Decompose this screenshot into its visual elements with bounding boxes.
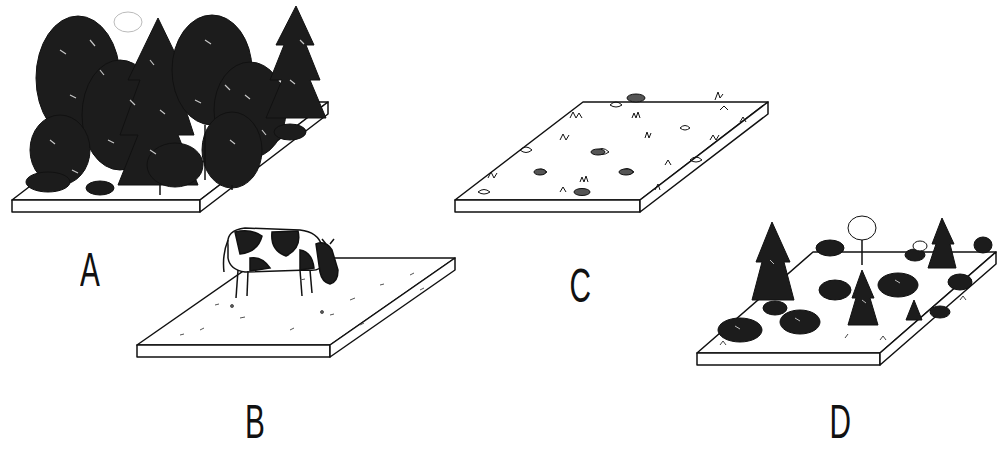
slab-edge xyxy=(455,200,640,212)
slab-edge xyxy=(12,200,200,212)
panel-letter: A xyxy=(80,246,100,294)
plant-clumps xyxy=(534,94,645,196)
slab-edge xyxy=(137,345,330,357)
slab-edge xyxy=(330,258,455,357)
panel-letter: C xyxy=(570,262,591,310)
sparse-plants xyxy=(478,92,746,194)
grass xyxy=(180,273,424,335)
slab-edge xyxy=(697,353,880,365)
cow xyxy=(224,228,339,298)
shrubland xyxy=(718,216,992,345)
slab-edge xyxy=(640,102,768,212)
slab-edge xyxy=(880,252,996,365)
ground-slab xyxy=(455,102,768,200)
panel-letter: B xyxy=(245,398,265,446)
forest xyxy=(26,6,326,195)
panel-letter: D xyxy=(830,398,851,446)
